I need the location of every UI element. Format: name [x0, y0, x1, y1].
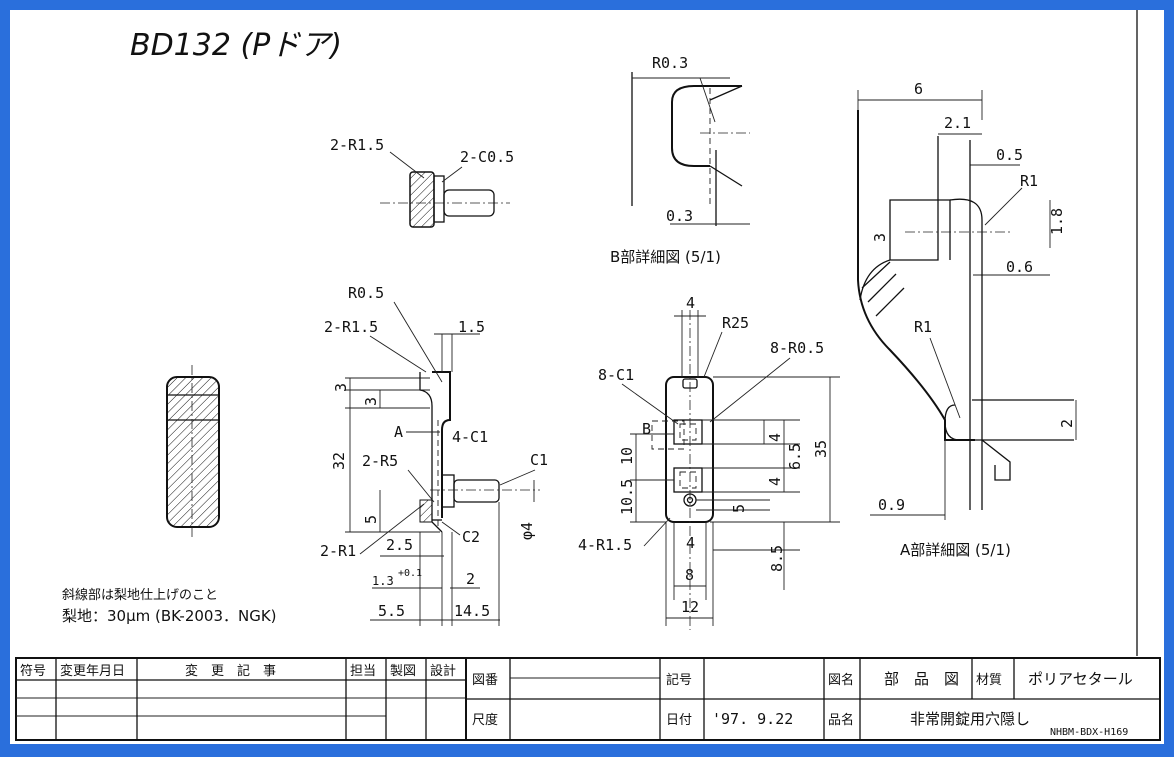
zaishitsu-label: 材質: [976, 673, 1002, 688]
front-d105: 10.5: [618, 479, 636, 515]
shakudo-label: 尺度: [472, 712, 498, 728]
side-d3b: 3: [362, 397, 380, 406]
rev-header-3: 担当: [350, 664, 376, 679]
note-line-2: 梨地：30μm (BK-2003．NGK): [62, 607, 277, 625]
detail-a-dim-0-5: 0.5: [996, 146, 1023, 164]
side-w15: 1.5: [458, 318, 485, 336]
note-line-1: 斜線部は梨地仕上げのこと: [62, 587, 218, 603]
front-view: 4 R25 8-R0.5 8-C1 B 35 4 6.5 4 10 10.5 5…: [578, 294, 840, 630]
hatched-section-view: [166, 365, 220, 540]
front-d4a: 4: [766, 433, 784, 442]
detail-a-caption: A部詳細図 (5/1): [900, 541, 1011, 559]
detail-a-r-mid: R1: [914, 318, 932, 336]
side-d5: 5: [362, 515, 380, 524]
side-c1-4: 4-C1: [452, 428, 488, 446]
detail-b-view: R0.3 0.3 B部詳細図 (5/1): [610, 54, 750, 266]
rev-header-0: 符号: [20, 663, 46, 679]
front-d4-top: 4: [686, 294, 695, 312]
detail-b-r: R0.3: [652, 54, 688, 72]
front-r15-4: 4-R1.5: [578, 536, 632, 554]
front-d10: 10: [618, 447, 636, 465]
hizuke-label: 日付: [666, 713, 692, 728]
front-label-b: B: [642, 420, 651, 438]
side-phi4: φ4: [518, 522, 536, 540]
front-r05-8: 8-R0.5: [770, 339, 824, 357]
detail-a-view: 6 2.1 0.5 R1 1.8 3 0.6 R1 2 0.9 A部詳細図 (5…: [857, 80, 1077, 559]
rev-header-5: 設計: [430, 663, 456, 679]
detail-a-width-2-1: 2.1: [944, 114, 971, 132]
front-c1-8: 8-C1: [598, 366, 634, 384]
detail-a-r-top: R1: [1020, 172, 1038, 190]
side-d3a: 3: [332, 383, 350, 392]
detail-a-dim-0-9: 0.9: [878, 496, 905, 514]
side-d25: 2.5: [386, 536, 413, 554]
zumei-value: 部 品 図: [884, 670, 959, 688]
detail-a-dim-0-6: 0.6: [1006, 258, 1033, 276]
title-block: 符号 変更年月日 変 更 記 事 担当 製図 設計 図番 尺度 記号 日付 '9…: [15, 657, 1161, 741]
zuban-label: 図番: [472, 673, 498, 688]
side-label-a: A: [394, 423, 403, 441]
side-d55: 5.5: [378, 602, 405, 620]
front-r25: R25: [722, 314, 749, 332]
side-view: R0.5 2-R1.5 1.5 3 3 A 4-C1 32 2-R5 C1 5 …: [320, 284, 548, 626]
side-c1: C1: [530, 451, 548, 469]
rev-header-1: 変更年月日: [60, 663, 125, 679]
top-c-callout: 2-C0.5: [460, 148, 514, 166]
zumei-label: 図名: [828, 672, 854, 688]
zaishitsu-value: ポリアセタール: [1028, 670, 1133, 688]
side-r1: 2-R1: [320, 542, 356, 560]
front-d5: 5: [730, 504, 748, 513]
side-d145: 14.5: [454, 602, 490, 620]
side-tol-sup: +0.1: [398, 568, 422, 579]
side-r05: R0.5: [348, 284, 384, 302]
front-d85: 8.5: [768, 545, 786, 572]
detail-a-dim-1-8: 1.8: [1048, 208, 1066, 235]
detail-a-dim-3: 3: [871, 233, 889, 242]
front-d35: 35: [812, 440, 830, 458]
front-d12: 12: [681, 598, 699, 616]
side-d32: 32: [330, 452, 348, 470]
kigo-label: 記号: [666, 672, 692, 688]
detail-b-caption: B部詳細図 (5/1): [610, 248, 721, 266]
detail-a-width-6: 6: [914, 80, 923, 98]
side-d2: 2: [466, 570, 475, 588]
hinmei-value: 非常開錠用穴隠し: [910, 710, 1030, 728]
top-view: 2-R1.5 2-C0.5: [330, 136, 514, 228]
front-d65: 6.5: [786, 443, 804, 470]
drawing-number: NHBM-BDX-H169: [1050, 727, 1129, 738]
date-value: '97. 9.22: [712, 710, 793, 728]
top-r-callout: 2-R1.5: [330, 136, 384, 154]
front-d8: 8: [685, 566, 694, 584]
rev-header-2: 変 更 記 事: [185, 663, 276, 679]
rev-header-4: 製図: [390, 664, 416, 679]
detail-b-width: 0.3: [666, 207, 693, 225]
detail-a-dim-2: 2: [1058, 419, 1076, 428]
front-d4b: 4: [766, 477, 784, 486]
drawing-canvas: BD132 (Pドア) 2-R1.5 2-C0.5 R0.3 0.3 B部詳細図…: [15, 10, 1161, 741]
side-c2: C2: [462, 528, 480, 546]
drawing-sheet: BD132 (Pドア) 2-R1.5 2-C0.5 R0.3 0.3 B部詳細図…: [10, 10, 1164, 744]
hinmei-label: 品名: [828, 712, 854, 728]
side-r5: 2-R5: [362, 452, 398, 470]
side-r15: 2-R1.5: [324, 318, 378, 336]
handwritten-title: BD132 (Pドア): [130, 28, 342, 63]
side-tol: 1.3: [372, 574, 394, 588]
front-d4c: 4: [686, 534, 695, 552]
